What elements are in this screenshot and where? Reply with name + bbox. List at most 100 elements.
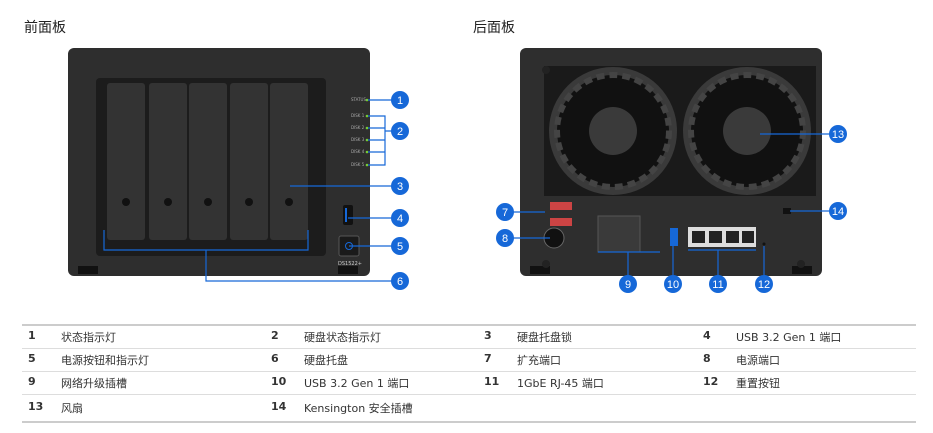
expansion-port-2	[550, 218, 572, 226]
legend-label: USB 3.2 Gen 1 端口	[736, 331, 842, 344]
svg-text:12: 12	[758, 279, 770, 291]
legend-label: 硬盘托盘锁	[517, 331, 572, 344]
legend-item: 11 1GbE RJ-45 端口	[478, 375, 697, 391]
tray-lock	[204, 198, 212, 206]
legend-number: 6	[271, 352, 279, 365]
legend-item: 7 扩充端口	[478, 352, 697, 368]
tray-lock	[164, 198, 172, 206]
svg-text:1: 1	[397, 95, 403, 107]
front-usb-port	[343, 205, 353, 225]
expansion-port-1	[550, 202, 572, 210]
network-upgrade-slot	[597, 215, 641, 253]
legend-number: 5	[28, 352, 36, 365]
svg-text:2: 2	[397, 126, 403, 138]
legend-number: 11	[484, 375, 500, 388]
legend-item: 1 状态指示灯	[22, 329, 265, 345]
legend-number: 8	[703, 352, 711, 365]
svg-text:5: 5	[397, 241, 403, 253]
legend-number: 9	[28, 375, 36, 388]
svg-text:9: 9	[625, 279, 631, 291]
led-label: DISK 5	[351, 162, 365, 167]
svg-text:10: 10	[667, 279, 679, 291]
legend-item: 4 USB 3.2 Gen 1 端口	[697, 329, 915, 345]
tray-lock	[285, 198, 293, 206]
front-panel: STATUS DISK 1 DISK 2 DISK 3 DISK 4 DISK …	[68, 48, 370, 276]
legend-number: 12	[703, 375, 719, 388]
legend-label: Kensington 安全插槽	[304, 402, 413, 415]
callout-1: 1	[391, 91, 409, 109]
drive-tray	[149, 83, 187, 240]
legend-label: 硬盘托盘	[304, 354, 348, 367]
legend-label: 硬盘状态指示灯	[304, 331, 381, 344]
table-row: 13 风扇 14 Kensington 安全插槽	[22, 395, 916, 421]
callout-10: 10	[664, 275, 682, 293]
front-panel-title: 前面板	[24, 20, 66, 36]
legend-label: 扩充端口	[517, 354, 561, 367]
legend-item: 6 硬盘托盘	[265, 352, 478, 368]
legend-number: 10	[271, 375, 287, 388]
legend-item: 13 风扇	[22, 400, 265, 416]
legend-number: 3	[484, 329, 492, 342]
legend-label: 1GbE RJ-45 端口	[517, 377, 604, 390]
back-usb-port	[670, 228, 678, 246]
svg-text:6: 6	[397, 276, 403, 288]
legend-item: 14 Kensington 安全插槽	[265, 400, 478, 416]
drive-tray	[230, 83, 268, 240]
legend-label: 状态指示灯	[61, 331, 116, 344]
device-illustration: STATUS DISK 1 DISK 2 DISK 3 DISK 4 DISK …	[68, 48, 847, 293]
svg-text:8: 8	[502, 233, 508, 245]
kensington-slot	[783, 208, 791, 214]
legend-item: 8 电源端口	[697, 352, 915, 368]
tray-lock	[245, 198, 253, 206]
callout-13: 13	[829, 125, 847, 143]
back-panel-title: 后面板	[473, 20, 515, 36]
model-label: DS1522+	[338, 261, 362, 267]
drive-tray	[270, 83, 308, 240]
svg-text:7: 7	[502, 207, 508, 219]
callout-9: 9	[619, 275, 637, 293]
legend-number: 1	[28, 329, 36, 342]
back-panel	[520, 48, 822, 276]
led-label: DISK 3	[351, 137, 365, 142]
legend-label: 电源端口	[736, 354, 780, 367]
legend-number: 13	[28, 400, 44, 413]
legend-label: 风扇	[61, 402, 83, 415]
drive-tray	[189, 83, 227, 240]
callout-7: 7	[496, 203, 514, 221]
legend-item: 3 硬盘托盘锁	[478, 329, 697, 345]
callout-6: 6	[391, 272, 409, 290]
callout-8: 8	[496, 229, 514, 247]
legend-label: 重置按钮	[736, 377, 780, 390]
callout-5: 5	[391, 237, 409, 255]
svg-text:14: 14	[832, 206, 844, 218]
legend-number: 7	[484, 352, 492, 365]
fan-left	[549, 67, 677, 195]
legend-item: 10 USB 3.2 Gen 1 端口	[265, 375, 478, 391]
svg-text:11: 11	[712, 279, 723, 291]
callout-3: 3	[391, 177, 409, 195]
callout-4: 4	[391, 209, 409, 227]
legend-number: 4	[703, 329, 711, 342]
tray-lock	[122, 198, 130, 206]
svg-text:4: 4	[397, 213, 403, 225]
callout-11: 11	[709, 275, 727, 293]
reset-button	[762, 242, 766, 246]
legend-number: 14	[271, 400, 287, 413]
legend-label: USB 3.2 Gen 1 端口	[304, 377, 410, 390]
status-leds: STATUS DISK 1 DISK 2 DISK 3 DISK 4 DISK …	[351, 97, 369, 167]
led-label: DISK 4	[351, 149, 365, 154]
callout-2: 2	[391, 122, 409, 140]
drive-tray	[107, 83, 145, 240]
callout-14: 14	[829, 202, 847, 220]
fan-right	[683, 67, 811, 195]
callout-12: 12	[755, 275, 773, 293]
svg-text:3: 3	[397, 181, 403, 193]
